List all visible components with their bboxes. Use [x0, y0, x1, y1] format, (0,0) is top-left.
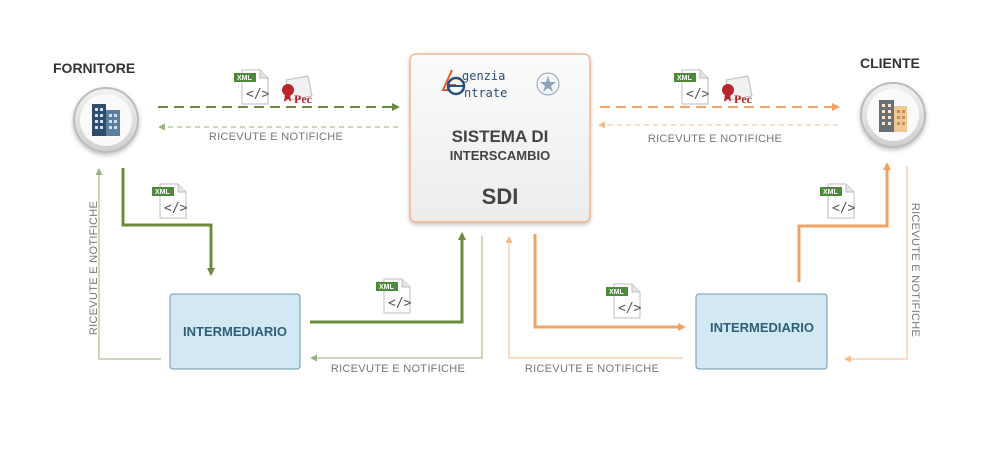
label-ricevute-vertical-left: RICEVUTE E NOTIFICHE: [88, 201, 100, 335]
svg-text:XML: XML: [155, 189, 171, 196]
intermediario-to-fornitore-receipts-arrow: [95, 168, 161, 360]
cliente-title: CLIENTE: [860, 55, 920, 71]
svg-text:XML: XML: [379, 284, 395, 291]
label-ricevute-bottom-right: RICEVUTE E NOTIFICHE: [525, 363, 659, 375]
fornitore-building-icon: [73, 87, 139, 153]
xml-document-icon: XML </>: [673, 69, 710, 105]
svg-text:XML: XML: [823, 189, 839, 196]
intermediario-left-label: INTERMEDIARIO: [183, 324, 287, 339]
label-ricevute-vertical-right: RICEVUTE E NOTIFICHE: [909, 203, 921, 337]
sdi-subtitle: INTERSCAMBIO: [450, 148, 550, 163]
sdi-box: genzia ntrate SISTEMA DI INTERSCAMBIO SD…: [409, 53, 591, 223]
intermediario-to-sdi-arrow: [310, 232, 466, 324]
intermediario-right-box: INTERMEDIARIO: [695, 293, 828, 370]
svg-text:</>: </>: [618, 301, 642, 316]
label-ricevute-top-right: RICEVUTE E NOTIFICHE: [648, 133, 782, 145]
label-ricevute-bottom-left: RICEVUTE E NOTIFICHE: [331, 363, 465, 375]
sdi-to-intermediario-left-receipts-arrow: [310, 236, 483, 362]
xml-document-icon: XML </>: [151, 183, 188, 219]
fornitore-title: FORNITORE: [53, 60, 135, 76]
svg-text:</>: </>: [164, 201, 188, 216]
svg-text:</>: </>: [388, 296, 412, 311]
svg-text:</>: </>: [832, 201, 856, 216]
sdi-title: SISTEMA DI: [452, 127, 549, 146]
agenzia-entrate-logo: genzia ntrate: [441, 69, 560, 100]
cliente-to-intermediario-receipts-arrow: [844, 166, 908, 363]
fornitore-to-intermediario-arrow: [121, 168, 215, 276]
intermediario-right-label: INTERMEDIARIO: [710, 320, 814, 335]
xml-document-icon: XML </>: [605, 283, 642, 319]
label-ricevute-top-left: RICEVUTE E NOTIFICHE: [209, 131, 343, 143]
logo-line1: genzia: [462, 69, 505, 83]
pec-envelope-icon: Pec: [722, 75, 753, 106]
intermediario-right-to-sdi-receipts-arrow: [505, 236, 683, 359]
svg-text:Pec: Pec: [734, 92, 753, 106]
cliente-building-icon: [860, 82, 926, 148]
sdi-acronym: SDI: [482, 184, 519, 209]
svg-text:</>: </>: [246, 87, 270, 102]
pec-envelope-icon: Pec: [282, 75, 313, 106]
svg-text:XML: XML: [677, 75, 693, 82]
svg-text:</>: </>: [686, 87, 710, 102]
intermediario-right-to-cliente-arrow: [797, 162, 891, 282]
svg-text:XML: XML: [237, 75, 253, 82]
sdi-to-intermediario-right-arrow: [533, 234, 686, 331]
svg-text:XML: XML: [609, 289, 625, 296]
logo-line2: ntrate: [464, 86, 507, 100]
svg-text:Pec: Pec: [294, 92, 313, 106]
xml-document-icon: XML </>: [375, 278, 412, 314]
xml-document-icon: XML </>: [233, 69, 270, 105]
xml-document-icon: XML </>: [819, 183, 856, 219]
intermediario-left-box: INTERMEDIARIO: [169, 293, 301, 370]
